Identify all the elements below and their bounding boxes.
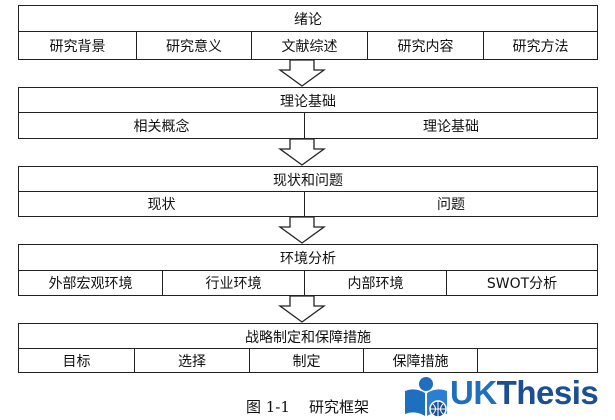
section-box-introduction: 绪论 研究背景 研究意义 文献综述 研究内容 研究方法 <box>18 5 598 60</box>
item-industry-environment: 行业环境 <box>162 271 304 295</box>
section-title-strategy: 战略制定和保障措施 <box>245 330 371 346</box>
section-box-theory: 理论基础 相关概念 理论基础 <box>18 87 598 139</box>
item-swot-analysis: SWOT分析 <box>446 271 597 295</box>
item-goals: 目标 <box>62 353 91 370</box>
section-items-theory: 相关概念 理论基础 <box>19 113 597 138</box>
item-empty <box>477 349 597 372</box>
down-arrow-icon <box>278 138 326 166</box>
down-arrow-icon <box>278 216 326 244</box>
section-box-strategy: 战略制定和保障措施 目标 选择 制定 保障措施 <box>18 323 598 373</box>
item-problems: 问题 <box>304 192 597 216</box>
item-selection: 选择 <box>134 349 249 372</box>
section-items-introduction: 研究背景 研究意义 文献综述 研究内容 研究方法 <box>19 32 597 59</box>
logo-thesis-text: Thesis <box>496 374 599 411</box>
section-items-status-problems: 现状 问题 <box>19 192 597 216</box>
item-safeguard-measures: 保障措施 <box>363 349 477 372</box>
divider <box>19 348 597 349</box>
down-arrow-icon <box>278 59 326 87</box>
section-title-status-problems: 现状和问题 <box>273 173 343 189</box>
section-items-strategy: 目标 选择 制定 保障措施 <box>19 349 597 372</box>
item-theoretical-basis: 理论基础 <box>304 113 597 138</box>
section-items-environment: 外部宏观环境 行业环境 内部环境 SWOT分析 <box>19 271 597 295</box>
item-internal-environment: 内部环境 <box>304 271 446 295</box>
item-status: 现状 <box>147 197 176 213</box>
down-arrow-icon <box>278 295 326 323</box>
item-literature-review: 文献综述 <box>251 32 367 59</box>
divider <box>19 270 597 271</box>
figure-caption: 图 1-1 研究框架 <box>246 398 369 416</box>
item-research-background: 研究背景 <box>49 38 106 55</box>
ukthesis-logo: UKThesis <box>402 372 612 418</box>
item-research-content: 研究内容 <box>367 32 483 59</box>
divider <box>19 112 597 113</box>
item-external-macro-environment: 外部宏观环境 <box>48 276 133 292</box>
section-title-introduction: 绪论 <box>294 12 322 28</box>
logo-uk-text: UK <box>450 374 497 411</box>
divider <box>19 31 597 32</box>
section-box-environment: 环境分析 外部宏观环境 行业环境 内部环境 SWOT分析 <box>18 244 598 296</box>
item-formulation: 制定 <box>249 349 363 372</box>
section-title-theory: 理论基础 <box>280 94 336 110</box>
logo-wordmark: UKThesis <box>450 374 599 412</box>
section-box-status-problems: 现状和问题 现状 问题 <box>18 166 598 217</box>
item-related-concepts: 相关概念 <box>133 118 190 135</box>
section-title-environment: 环境分析 <box>280 251 336 267</box>
item-research-methods: 研究方法 <box>483 32 597 59</box>
book-globe-logo-icon <box>405 377 447 418</box>
divider <box>19 191 597 192</box>
item-research-significance: 研究意义 <box>136 32 251 59</box>
